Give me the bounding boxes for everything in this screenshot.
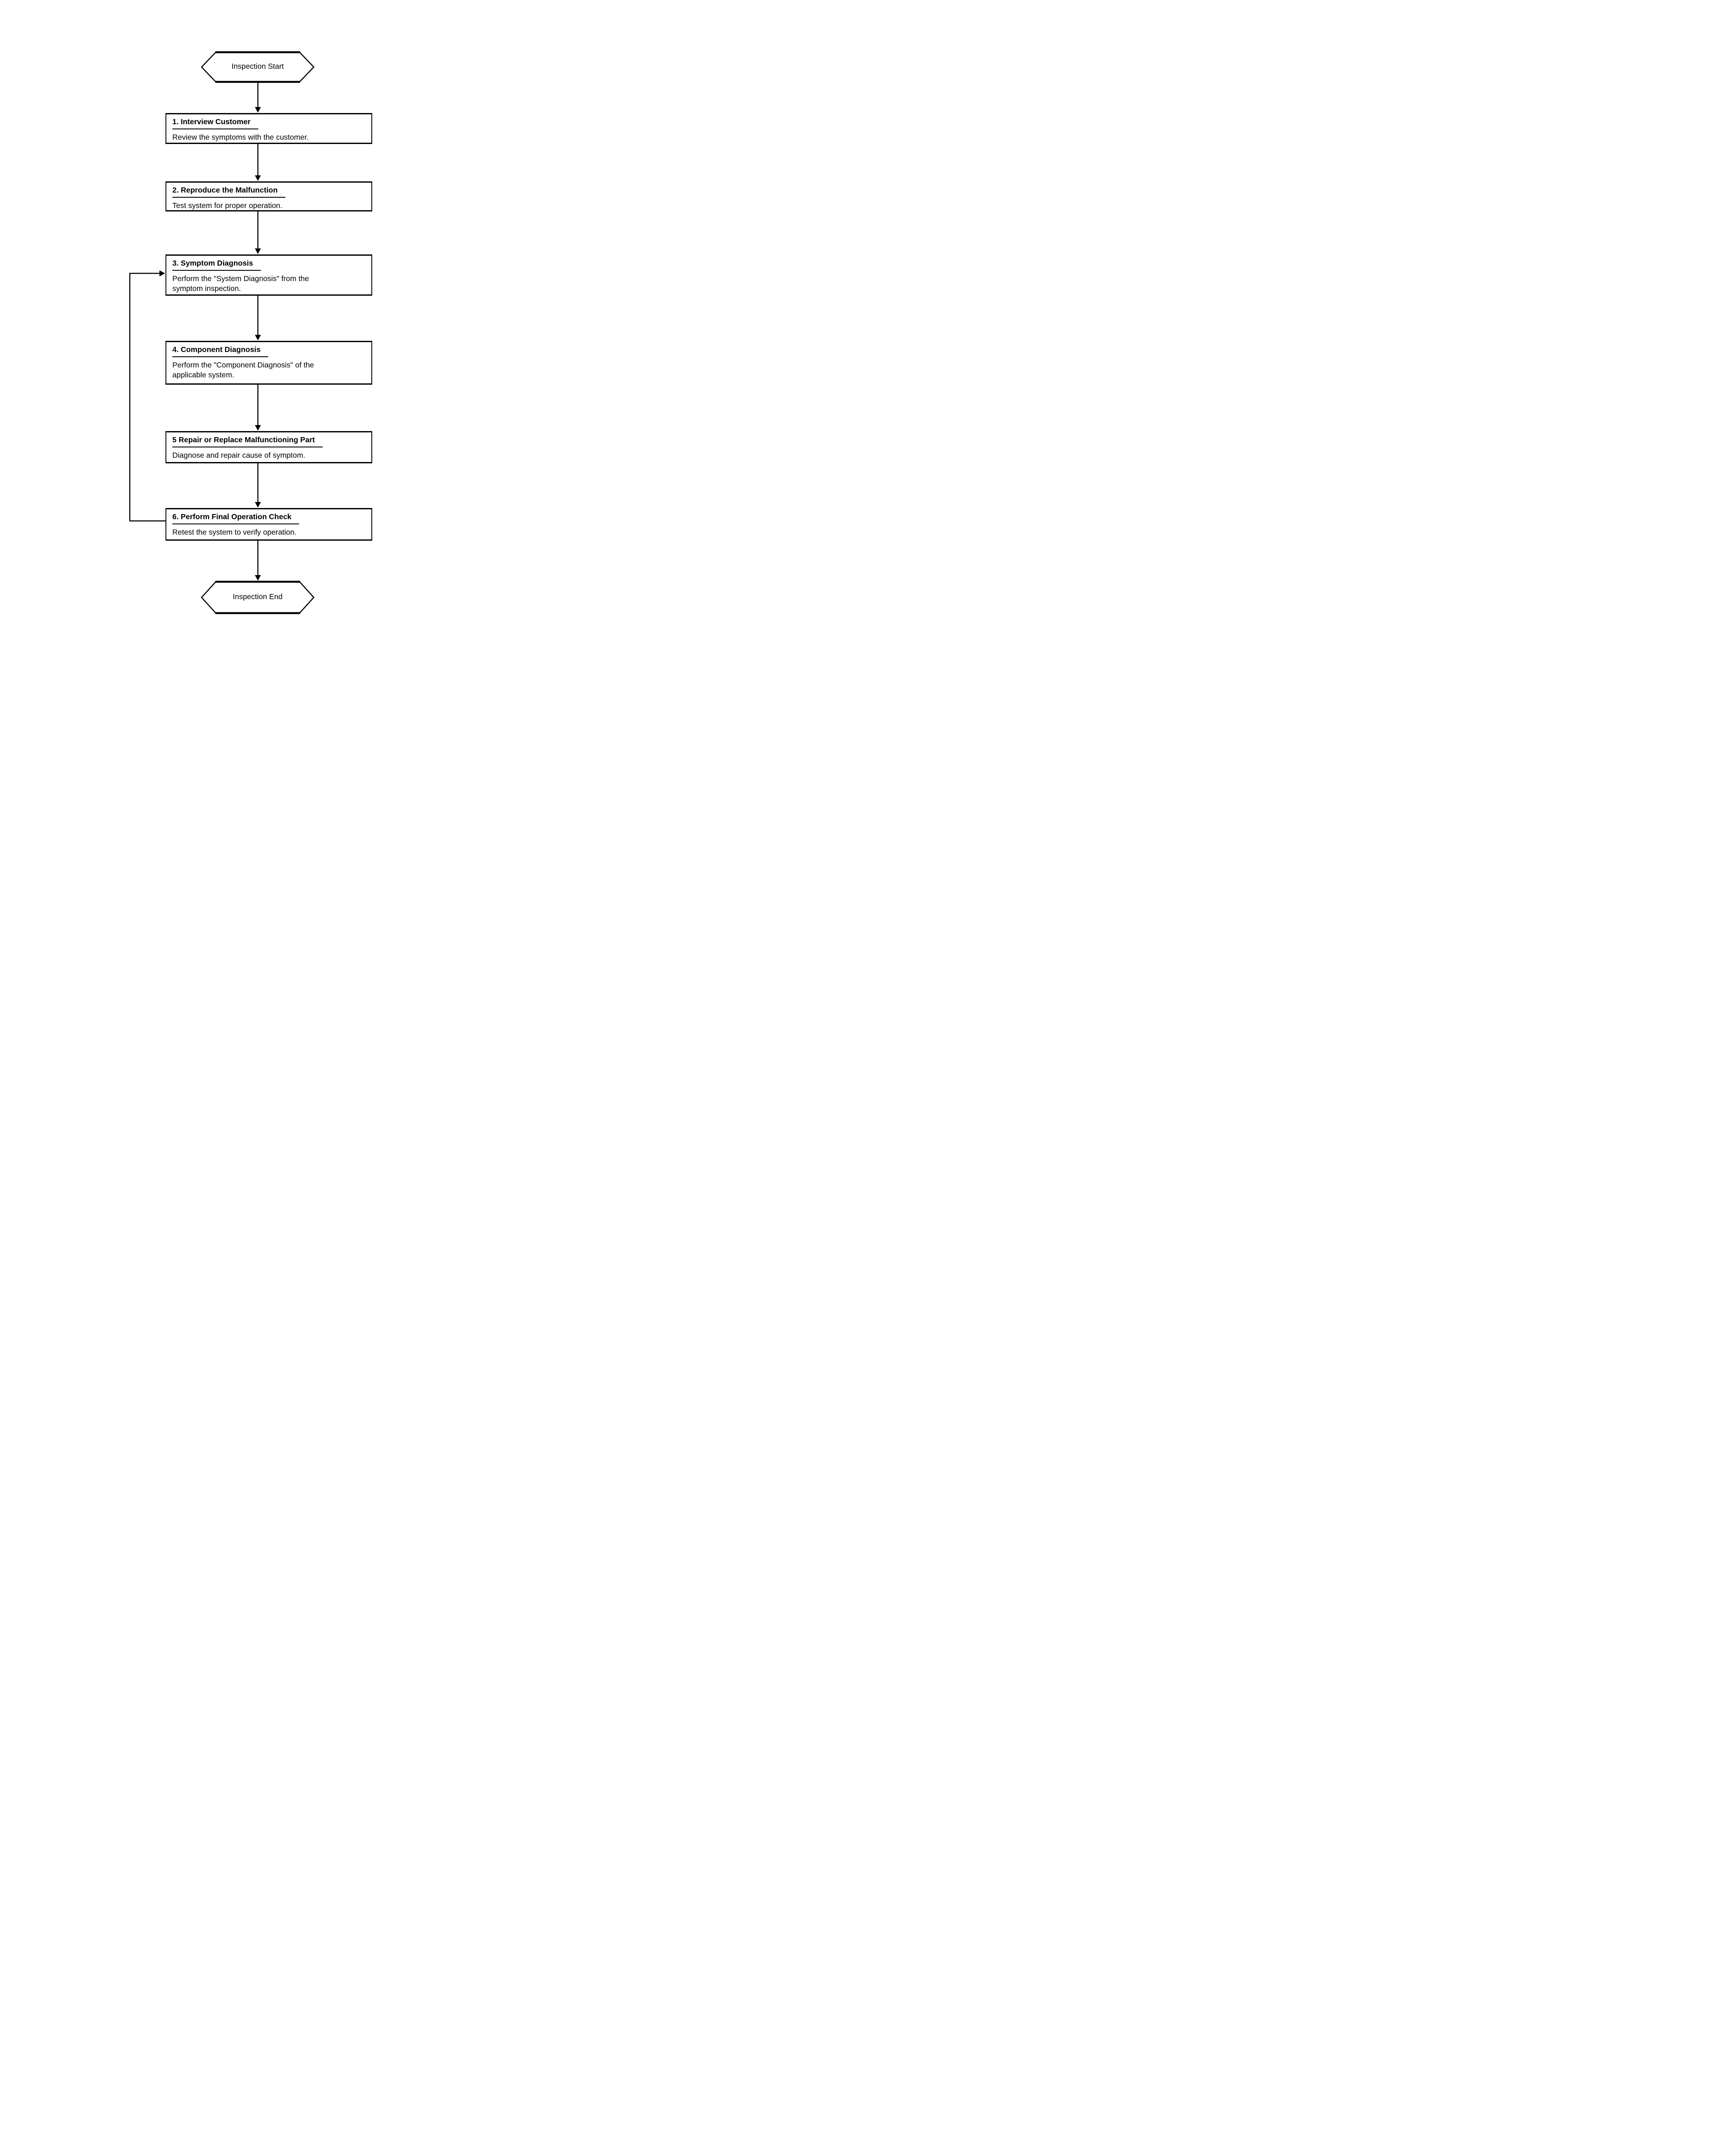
step-box-6: 6. Perform Final Operation Check Retest … <box>165 508 372 541</box>
arrow-start-to-step1 <box>255 83 261 113</box>
arrow-step3-to-step4 <box>255 296 261 340</box>
feedback-loop-step6-to-step3 <box>129 270 165 522</box>
arrow-step2-to-step3 <box>255 211 261 254</box>
step-box-1: 1. Interview Customer Review the symptom… <box>165 113 372 144</box>
step-4-body: Perform the "Component Diagnosis" of the… <box>172 360 314 379</box>
step-3-body: Perform the "System Diagnosis" from the … <box>172 274 309 293</box>
start-terminator: Inspection Start <box>201 52 314 83</box>
step-1-body: Review the symptoms with the customer. <box>172 132 309 141</box>
step-2-title: 2. Reproduce the Malfunction <box>172 186 286 198</box>
step-2-body: Test system for proper operation. <box>172 201 282 210</box>
flowchart-canvas: Inspection Start 1. Interview Customer R… <box>0 0 533 664</box>
start-terminator-shape <box>201 51 315 83</box>
step-3-title: 3. Symptom Diagnosis <box>172 259 261 271</box>
step-5-title: 5 Repair or Replace Malfunctioning Part <box>172 435 323 447</box>
step-box-4: 4. Component Diagnosis Perform the "Comp… <box>165 341 372 385</box>
arrow-step1-to-step2 <box>255 144 261 181</box>
arrow-step5-to-step6 <box>255 463 261 508</box>
end-terminator-label: Inspection End <box>233 592 283 601</box>
arrow-step6-to-end <box>255 541 261 581</box>
step-6-title: 6. Perform Final Operation Check <box>172 512 300 524</box>
step-box-2: 2. Reproduce the Malfunction Test system… <box>165 181 372 211</box>
arrow-step4-to-step5 <box>255 385 261 431</box>
end-terminator-shape <box>201 581 315 614</box>
step-4-title: 4. Component Diagnosis <box>172 345 269 357</box>
start-terminator-label: Inspection Start <box>231 61 284 70</box>
step-box-5: 5 Repair or Replace Malfunctioning Part … <box>165 431 372 463</box>
connector-layer <box>129 51 315 614</box>
step-6-body: Retest the system to verify operation. <box>172 527 297 536</box>
step-box-3: 3. Symptom Diagnosis Perform the "System… <box>165 254 372 296</box>
end-terminator: Inspection End <box>201 581 314 614</box>
step-1-title: 1. Interview Customer <box>172 117 258 129</box>
step-5-body: Diagnose and repair cause of symptom. <box>172 450 306 459</box>
